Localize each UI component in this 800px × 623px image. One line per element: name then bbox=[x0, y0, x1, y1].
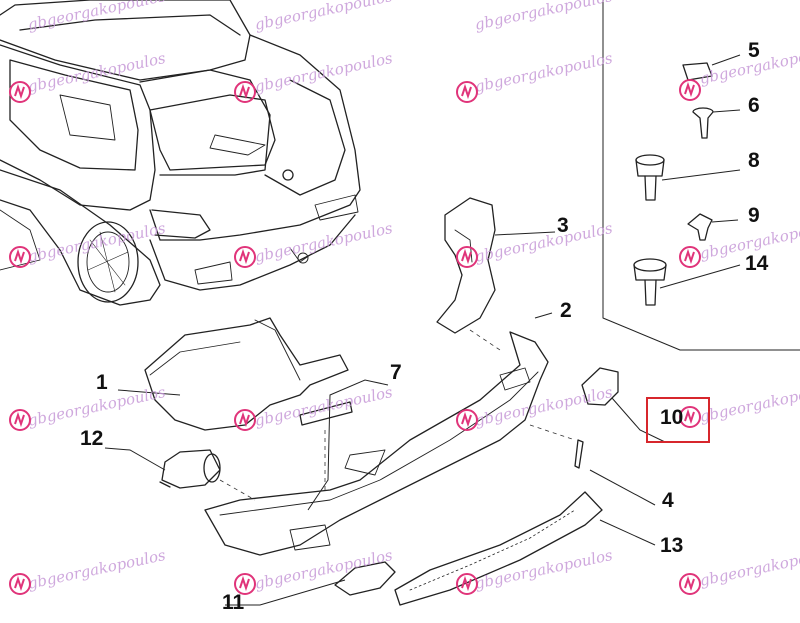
watermark-logo-icon bbox=[679, 246, 701, 268]
watermark-logo-icon bbox=[679, 573, 701, 595]
part-1-inner-cover bbox=[144, 317, 349, 431]
leader-lines bbox=[104, 54, 741, 606]
part-12-exhaust-tip bbox=[161, 449, 221, 489]
part-9-bolt bbox=[687, 213, 713, 241]
part-5-nut-clip bbox=[682, 62, 713, 81]
watermark-logo-icon bbox=[679, 79, 701, 101]
watermark-logo-icon bbox=[456, 409, 478, 431]
watermark-logo-icon bbox=[456, 573, 478, 595]
label-part-14[interactable]: 14 bbox=[745, 252, 769, 275]
watermark-logo-icon bbox=[234, 573, 256, 595]
watermark-logo-icon bbox=[9, 573, 31, 595]
car-illustration bbox=[0, 0, 361, 306]
part-6-screw bbox=[692, 107, 714, 139]
part-2-bumper bbox=[204, 331, 549, 556]
assembly-guides bbox=[219, 329, 576, 501]
label-part-13[interactable]: 13 bbox=[660, 534, 684, 557]
watermark-logo-icon bbox=[234, 81, 256, 103]
label-part-11[interactable]: 11 bbox=[222, 591, 245, 614]
label-part-4[interactable]: 4 bbox=[662, 489, 674, 512]
label-part-8[interactable]: 8 bbox=[748, 149, 760, 172]
part-7-strip bbox=[299, 401, 353, 426]
panel-divider bbox=[602, 0, 800, 351]
watermark-logo-icon bbox=[9, 409, 31, 431]
highlight-box-part-10 bbox=[646, 397, 710, 443]
label-part-12[interactable]: 12 bbox=[80, 427, 104, 450]
watermark-logo-icon bbox=[234, 409, 256, 431]
label-part-5[interactable]: 5 bbox=[748, 39, 760, 62]
part-8-stud bbox=[635, 154, 665, 201]
part-4-clip bbox=[574, 439, 584, 469]
part-10-cap bbox=[581, 367, 619, 406]
label-part-9[interactable]: 9 bbox=[748, 204, 760, 227]
label-part-7[interactable]: 7 bbox=[390, 361, 402, 384]
watermark-logo-icon bbox=[234, 246, 256, 268]
watermark-logo-icon bbox=[456, 246, 478, 268]
part-14-stud bbox=[633, 258, 667, 306]
watermark-logo-icon bbox=[679, 406, 701, 428]
label-part-2[interactable]: 2 bbox=[560, 299, 572, 322]
part-13-diffuser bbox=[394, 491, 603, 606]
label-part-10[interactable]: 10 bbox=[660, 406, 684, 429]
watermark-logo-icon bbox=[456, 81, 478, 103]
label-part-1[interactable]: 1 bbox=[96, 371, 108, 394]
label-part-3[interactable]: 3 bbox=[557, 214, 569, 237]
watermark-logo-icon bbox=[9, 81, 31, 103]
part-11-cover bbox=[334, 561, 396, 596]
label-part-6[interactable]: 6 bbox=[748, 94, 760, 117]
watermark-logo-icon bbox=[9, 246, 31, 268]
